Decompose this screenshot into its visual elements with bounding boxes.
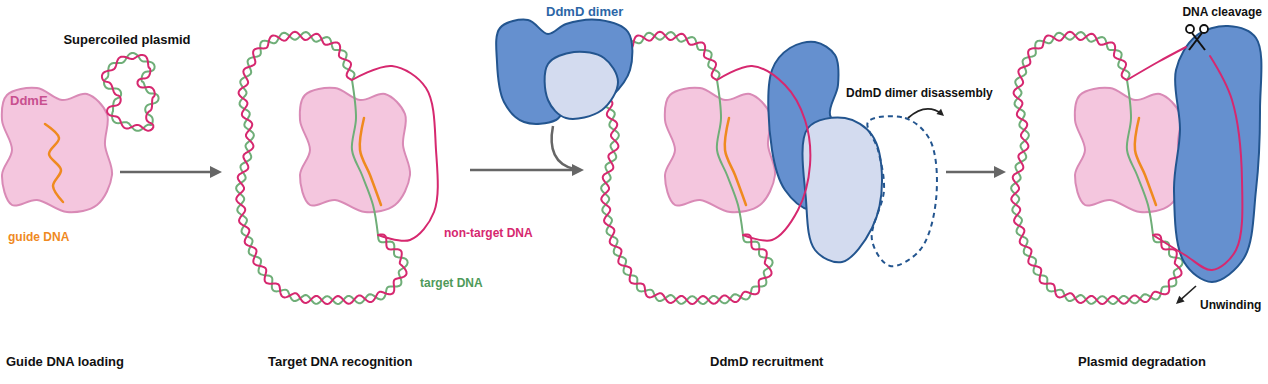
- arrow-head: [936, 109, 944, 116]
- ddme-protein: [2, 88, 112, 212]
- node-label: DdmD dimer: [546, 4, 623, 20]
- annotation-label: DNA cleavage: [1182, 5, 1262, 20]
- node-label: Supercoiled plasmid: [63, 32, 190, 48]
- stage-illustration: [236, 32, 438, 304]
- process-arrow: [1181, 286, 1196, 300]
- curved-arrow: [908, 109, 942, 118]
- non-target-strand: [1153, 56, 1242, 270]
- stage-label: Target DNA recognition: [268, 354, 412, 369]
- arrow-head: [1176, 296, 1185, 304]
- non-target-strand: [717, 66, 810, 241]
- target-strand: [1127, 80, 1153, 235]
- scissors-icon: [1186, 25, 1208, 50]
- process-arrow: [470, 169, 574, 172]
- scissors-ring: [1186, 25, 1194, 33]
- target-strand: [717, 80, 743, 235]
- arrow-head: [572, 164, 584, 176]
- stage-label: DdmD recruitment: [710, 354, 823, 369]
- stage-label: Plasmid degradation: [1078, 354, 1206, 369]
- ddmd-protein: [1174, 26, 1261, 282]
- annotation-label: DdmD dimer disassembly: [846, 86, 993, 101]
- scissors-blade: [1192, 33, 1205, 50]
- scissors-blade: [1189, 33, 1202, 50]
- annotation-label: guide DNA: [8, 230, 69, 245]
- arrow-head: [994, 166, 1006, 178]
- protein-node: DdmE: [2, 86, 116, 218]
- node-shape: [490, 2, 638, 128]
- annotation-label: target DNA: [420, 276, 483, 291]
- recruit-arrow: [552, 126, 574, 169]
- process-arrow: [120, 171, 212, 174]
- annotation-label: Unwinding: [1200, 298, 1261, 313]
- ddmd-protein: [802, 118, 882, 263]
- target-strand: [352, 80, 378, 235]
- stage-illustration: [1011, 25, 1261, 304]
- ddmd-protein: [545, 52, 618, 119]
- supercoiled-plasmid: [102, 53, 159, 131]
- annotation-label: non-target DNA: [444, 226, 533, 241]
- scissors-ring: [1200, 25, 1208, 33]
- node-label: DdmE: [10, 93, 48, 109]
- protein-dimer-node: DdmD dimer: [490, 2, 638, 128]
- plasmid-strand: [104, 53, 159, 131]
- non-target-strand: [352, 66, 438, 241]
- stage-illustration: [601, 32, 944, 304]
- ddmd-protein: [496, 20, 632, 124]
- ddmd-departing-outline: [867, 116, 937, 266]
- guide-dna-strand: [725, 118, 746, 205]
- guide-dna-strand: [360, 118, 381, 205]
- plasmid-strand: [102, 55, 155, 131]
- non-target-strand: [1127, 47, 1186, 80]
- arrow-head: [210, 166, 222, 178]
- stage-label: Guide DNA loading: [6, 354, 124, 369]
- guide-dna-strand: [45, 124, 63, 202]
- process-arrow: [946, 171, 996, 174]
- guide-dna-strand: [1135, 118, 1156, 205]
- plasmid-node: Supercoiled plasmid: [60, 30, 194, 134]
